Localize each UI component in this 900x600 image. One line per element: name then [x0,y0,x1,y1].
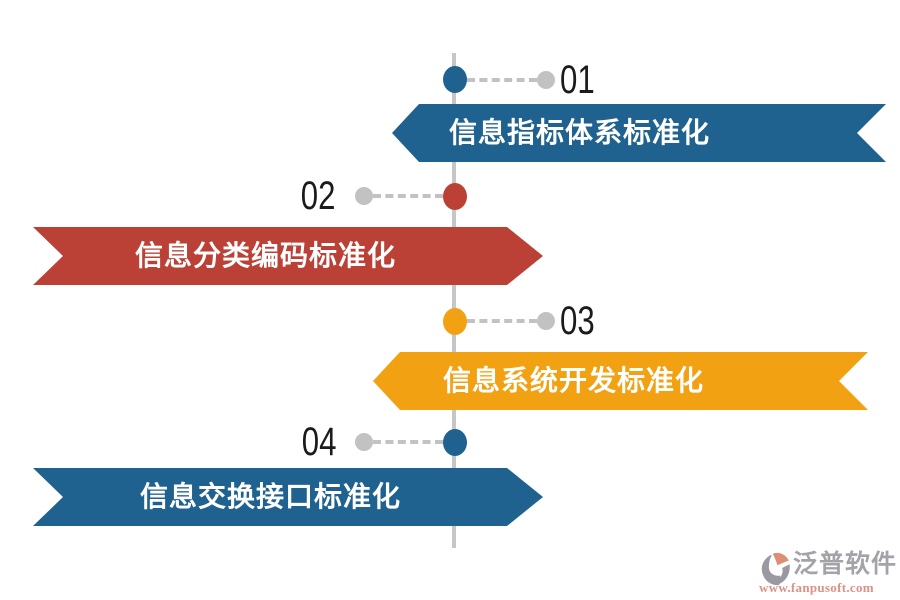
watermark-title: 泛普软件 [793,550,898,578]
timeline-node-dot-03 [443,308,467,335]
fanpu-logo-icon [761,552,790,586]
timeline-node-dot-01 [443,66,467,93]
step-banner-01: 信息指标体系标准化 [392,104,886,162]
step-number-04: 04 [301,420,336,464]
timeline-line [452,53,456,548]
connector-end-dot-04 [355,433,373,451]
step-number-01: 01 [560,58,595,102]
timeline-node-dot-04 [443,429,467,456]
connector-end-dot-02 [355,187,373,205]
step-banner-03: 信息系统开发标准化 [373,352,868,410]
connector-dashed-line-01 [467,78,537,82]
step-banner-02: 信息分类编码标准化 [33,227,543,285]
step-number-02: 02 [300,174,335,218]
connector-dashed-line-02 [373,194,443,198]
connector-dashed-line-04 [373,440,443,444]
step-number-03: 03 [560,299,595,343]
connector-end-dot-01 [537,71,555,89]
watermark: 泛普软件 www.fanpusoft.com [757,549,899,597]
connector-end-dot-03 [537,312,555,330]
connector-dashed-line-03 [467,319,537,323]
watermark-url: www.fanpusoft.com [759,580,874,595]
step-banner-04: 信息交换接口标准化 [33,468,543,526]
timeline-node-dot-02 [443,183,467,210]
